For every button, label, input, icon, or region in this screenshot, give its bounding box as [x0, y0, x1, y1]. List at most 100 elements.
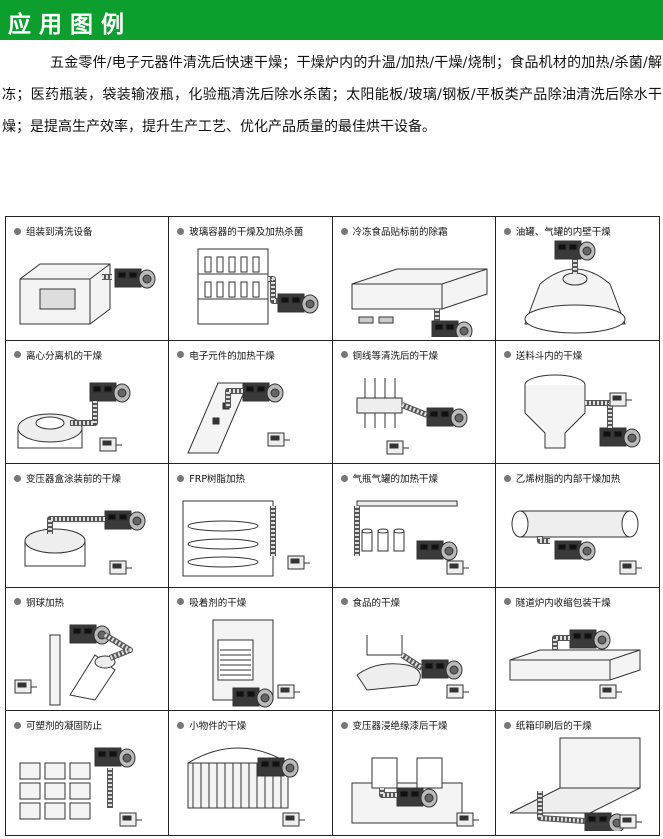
- bullet-icon: [177, 721, 185, 729]
- example-cell: 变压器浸绝缘漆后干燥: [333, 711, 496, 835]
- example-label: 小物件的干燥: [189, 721, 247, 733]
- example-cell: 铜球加热: [6, 587, 170, 712]
- example-label: 铜球加热: [26, 597, 65, 609]
- small-parts-illustration: [187, 748, 306, 827]
- example-label: 玻璃容器的干燥及加热杀菌: [189, 227, 304, 238]
- bullet-icon: [340, 721, 348, 729]
- example-label: 可塑剂的凝固防止: [26, 721, 103, 733]
- centrifuge-illustration: [17, 382, 131, 452]
- bullet-icon: [340, 474, 348, 482]
- example-caption: 纸箱印刷后的干燥: [503, 718, 592, 733]
- bullet-icon: [14, 474, 21, 482]
- example-cell: 油罐、气罐的内壁干燥: [495, 217, 659, 341]
- example-caption: 变压器盒涂装前的干燥: [14, 471, 121, 485]
- bullet-icon: [177, 227, 185, 235]
- bullet-icon: [177, 351, 185, 359]
- example-cell: 玻璃容器的干燥及加热杀菌: [169, 217, 333, 341]
- example-label: 铜线等清洗后的干燥: [352, 350, 439, 362]
- tank-interior-illustration: [524, 240, 626, 334]
- example-label: 乙烯树脂的内部干燥加热: [515, 474, 621, 486]
- conveyor-defrost-illustration: [351, 268, 487, 337]
- example-cell: 食品的干燥: [332, 587, 496, 712]
- section-title: 应用图例: [8, 11, 132, 38]
- example-caption: 组装到清洗设备: [14, 224, 93, 238]
- example-label: 离心分离机的干燥: [26, 350, 103, 362]
- example-cell: 离心分离机的干燥: [6, 340, 170, 465]
- example-label: 气瓶气罐的加热干燥: [352, 474, 439, 486]
- example-label: 隧道炉内收缩包装干燥: [515, 597, 611, 609]
- bullet-icon: [14, 721, 21, 729]
- bullet-icon: [14, 351, 21, 359]
- bullet-icon: [177, 598, 185, 606]
- bullet-icon: [503, 351, 511, 359]
- example-cell: FRP树脂加热: [169, 464, 333, 588]
- example-label: 送料斗内的干燥: [515, 350, 583, 362]
- example-label: 食品的干燥: [352, 597, 401, 609]
- glass-container-illustration: [197, 248, 319, 325]
- bullet-icon: [14, 598, 21, 606]
- bullet-icon: [503, 721, 511, 729]
- example-cell: 变压器盒涂装前的干燥: [6, 464, 170, 588]
- example-cell: 可塑剂的凝固防止: [6, 711, 170, 835]
- intro-paragraph: 五金零件/电子元器件清洗后快速干燥；干燥炉内的升温/加热/干燥/烧制；食品机材的…: [2, 55, 662, 135]
- example-label: 组装到清洗设备: [26, 227, 93, 238]
- bullet-icon: [340, 598, 348, 606]
- example-caption: 离心分离机的干燥: [14, 348, 102, 362]
- example-label: 油罐、气罐的内壁干燥: [515, 227, 611, 238]
- example-label: 电子元件的加热干燥: [189, 350, 275, 362]
- example-cell: 铜线等清洗后的干燥: [332, 340, 496, 465]
- bullet-icon: [503, 227, 511, 235]
- bullet-icon: [14, 227, 21, 235]
- example-caption: 小物件的干燥: [177, 718, 246, 732]
- example-cell: 小物件的干燥: [169, 711, 333, 835]
- copper-ball-illustration: [14, 624, 133, 706]
- example-caption: 铜球加热: [14, 595, 64, 609]
- example-label: 变压器浸绝缘漆后干燥: [352, 721, 448, 733]
- example-caption: 气瓶气罐的加热干燥: [340, 471, 439, 486]
- example-label: FRP树脂加热: [189, 474, 246, 486]
- example-caption: 送料斗内的干燥: [503, 348, 583, 362]
- example-caption: 隧道炉内收缩包装干燥: [503, 595, 611, 609]
- plasticizer-illustration: [19, 747, 142, 827]
- electronic-parts-illustration: [187, 382, 291, 454]
- tunnel-oven-illustration: [509, 629, 641, 699]
- example-caption: 油罐、气罐的内壁干燥: [503, 224, 611, 238]
- gas-cylinder-illustration: [353, 500, 469, 575]
- food-drying-illustration: [355, 634, 469, 699]
- example-cell: 冷冻食品贴标前的除霜: [332, 217, 496, 341]
- transformer-box-illustration: [24, 510, 146, 575]
- example-cell: 乙烯树脂的内部干燥加热: [495, 464, 659, 588]
- example-caption: 玻璃容器的干燥及加热杀菌: [177, 224, 303, 238]
- bullet-icon: [177, 474, 185, 482]
- example-caption: 铜线等清洗后的干燥: [340, 348, 439, 362]
- example-cell: 电子元件的加热干燥: [169, 340, 333, 465]
- example-label: 纸箱印刷后的干燥: [515, 721, 592, 733]
- section-header: 应用图例: [0, 0, 663, 40]
- example-caption: 变压器浸绝缘漆后干燥: [340, 718, 448, 733]
- example-caption: 吸着剂的干燥: [177, 595, 246, 609]
- bullet-icon: [503, 598, 511, 606]
- example-caption: 电子元件的加热干燥: [177, 348, 275, 362]
- bullet-icon: [340, 227, 348, 235]
- example-label: 吸着剂的干燥: [189, 597, 247, 609]
- example-cell: 气瓶气罐的加热干燥: [332, 464, 496, 588]
- cleaning-machine-illustration: [19, 263, 156, 325]
- example-cell: 吸着剂的干燥: [169, 587, 333, 712]
- example-cell: 组装到清洗设备: [6, 217, 170, 341]
- bullet-icon: [340, 351, 348, 359]
- example-label: 冷冻食品贴标前的除霜: [352, 227, 448, 238]
- example-caption: 乙烯树脂的内部干燥加热: [503, 471, 621, 486]
- example-cell: 送料斗内的干燥: [495, 341, 659, 465]
- example-caption: 食品的干燥: [340, 595, 401, 609]
- example-cell: 纸箱印刷后的干燥: [496, 711, 659, 835]
- example-caption: FRP树脂加热: [177, 471, 245, 485]
- copper-wire-illustration: [356, 377, 467, 455]
- example-cell: 隧道炉内收缩包装干燥: [495, 588, 659, 712]
- frp-resin-illustration: [182, 500, 311, 577]
- application-examples-grid: 组装到清洗设备 玻璃容器的干燥及加热杀菌 冷冻食品贴标前的除霜 油罐、气罐的内壁干燥离…: [5, 216, 660, 836]
- example-label: 变压器盒涂装前的干燥: [26, 474, 122, 486]
- adsorbent-illustration: [212, 619, 301, 708]
- vinyl-resin-illustration: [511, 510, 642, 575]
- example-caption: 可塑剂的凝固防止: [14, 718, 102, 732]
- bullet-icon: [503, 474, 511, 482]
